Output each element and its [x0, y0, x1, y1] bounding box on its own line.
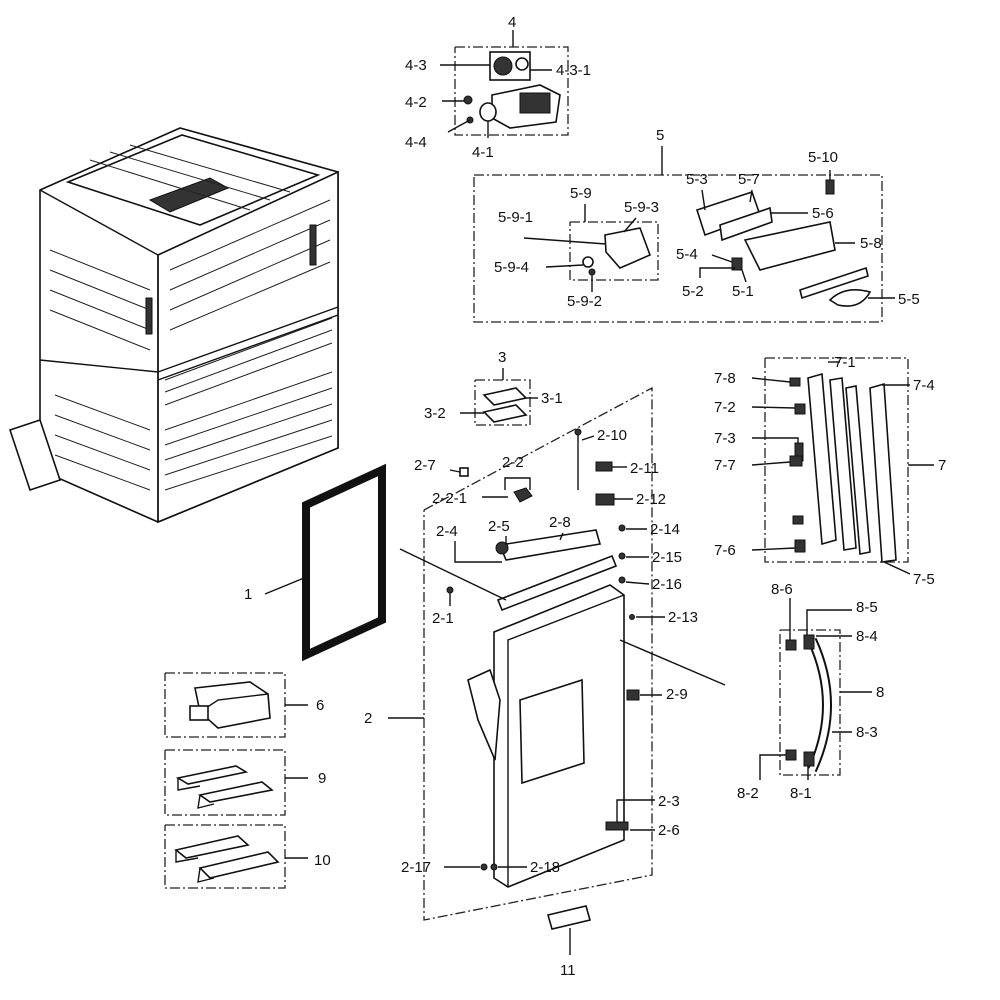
callout-5-9-2: 5-9-2: [567, 293, 602, 310]
door-bin-group-10: [164, 824, 286, 889]
callout-7-3: 7-3: [714, 430, 736, 447]
trim-part-11: [547, 905, 591, 930]
callout-3-2: 3-2: [424, 405, 446, 422]
callout-5-6: 5-6: [812, 205, 834, 222]
door-bin-group-6: [164, 672, 286, 738]
callout-5-1: 5-1: [732, 283, 754, 300]
callout-4-4: 4-4: [405, 134, 427, 151]
callout-2: 2: [364, 710, 372, 727]
callout-5-8: 5-8: [860, 235, 882, 252]
callout-1: 1: [244, 586, 252, 603]
callout-2-12: 2-12: [636, 491, 666, 508]
callout-7-2: 7-2: [714, 399, 736, 416]
callout-5-3: 5-3: [686, 171, 708, 188]
callout-2-14: 2-14: [650, 521, 680, 538]
dispenser-control-group-5: [473, 146, 883, 323]
callout-4-3-1: 4-3-1: [556, 62, 591, 79]
callout-2-17: 2-17: [401, 859, 431, 876]
callout-5-9: 5-9: [570, 185, 592, 202]
callout-8-2: 8-2: [737, 785, 759, 802]
callout-2-5: 2-5: [488, 518, 510, 535]
callout-8-3: 8-3: [856, 724, 878, 741]
callout-5-10: 5-10: [808, 149, 838, 166]
door-assembly-group-2: [388, 386, 653, 921]
callout-6: 6: [316, 697, 324, 714]
callout-5-5: 5-5: [898, 291, 920, 308]
callout-8-4: 8-4: [856, 628, 878, 645]
callout-9: 9: [318, 770, 326, 787]
callout-2-9: 2-9: [666, 686, 688, 703]
callout-7: 7: [938, 457, 946, 474]
callout-2-11: 2-11: [630, 460, 659, 477]
door-hinge-group-7: [764, 357, 909, 563]
callout-11: 11: [560, 962, 576, 979]
callout-3: 3: [498, 349, 506, 366]
callout-7-1: 7-1: [834, 354, 856, 371]
callout-2-1: 2-1: [432, 610, 454, 627]
callout-2-2: 2-2: [502, 454, 524, 471]
callout-2-3: 2-3: [658, 793, 680, 810]
callout-5: 5: [656, 127, 664, 144]
callout-8: 8: [876, 684, 884, 701]
callout-7-6: 7-6: [714, 542, 736, 559]
callout-8-6: 8-6: [771, 581, 793, 598]
callout-5-4: 5-4: [676, 246, 698, 263]
callout-5-9-3: 5-9-3: [624, 199, 659, 216]
callout-2-4: 2-4: [436, 523, 458, 540]
door-handle-group-8: [779, 629, 841, 776]
callout-2-10: 2-10: [597, 427, 627, 444]
door-bin-group-9: [164, 749, 286, 816]
callout-2-13: 2-13: [668, 609, 698, 626]
callout-2-18: 2-18: [530, 859, 560, 876]
callout-7-4: 7-4: [913, 377, 935, 394]
callout-5-2: 5-2: [682, 283, 704, 300]
callout-2-7: 2-7: [414, 457, 436, 474]
refrigerator-cabinet: [8, 127, 339, 524]
ice-maker-assembly-group-4: [454, 30, 569, 136]
callout-10: 10: [314, 852, 331, 869]
callout-2-2-1: 2-2-1: [432, 490, 467, 507]
callout-7-8: 7-8: [714, 370, 736, 387]
callout-2-8: 2-8: [549, 514, 571, 531]
seal-group-3: [474, 368, 531, 426]
callout-3-1: 3-1: [541, 390, 563, 407]
callout-8-5: 8-5: [856, 599, 878, 616]
callout-2-15: 2-15: [652, 549, 682, 566]
callout-5-7: 5-7: [738, 171, 760, 188]
callout-4: 4: [508, 14, 516, 31]
callout-4-2: 4-2: [405, 94, 427, 111]
callout-5-9-4: 5-9-4: [494, 259, 529, 276]
callout-5-9-1: 5-9-1: [498, 209, 533, 226]
callout-7-7: 7-7: [714, 457, 736, 474]
callout-7-5: 7-5: [913, 571, 935, 588]
callout-4-1: 4-1: [472, 144, 494, 161]
callout-2-16: 2-16: [652, 576, 682, 593]
callout-4-3: 4-3: [405, 57, 427, 74]
callout-8-1: 8-1: [790, 785, 812, 802]
door-gasket-part-1: [302, 463, 386, 662]
callout-2-6: 2-6: [658, 822, 680, 839]
